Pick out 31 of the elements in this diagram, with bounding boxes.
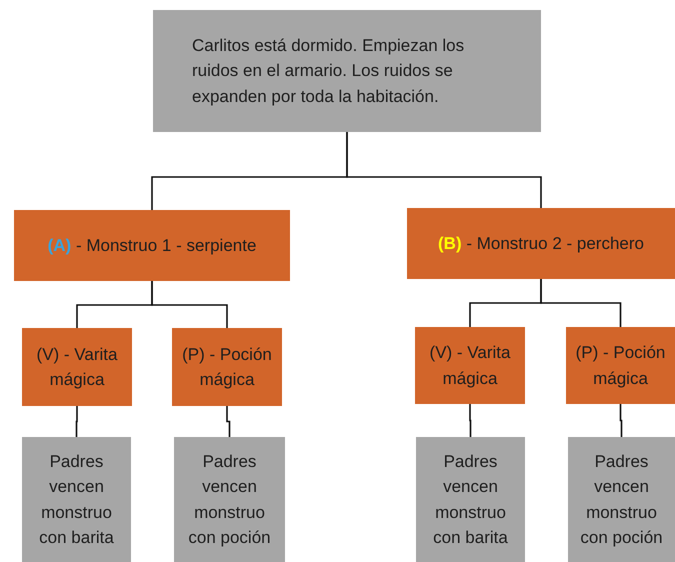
text-box: [14, 210, 290, 281]
letter-label: (B): [438, 234, 462, 253]
text-box: [174, 437, 285, 562]
box-text: Padres vencen monstruo con poción: [580, 452, 663, 547]
connector-line: [226, 406, 230, 437]
box-text: (P) - Poción mágica: [182, 344, 272, 389]
connector-line: [151, 281, 228, 328]
box-text: (V) - Varita mágica: [430, 343, 510, 388]
connector-line: [76, 406, 78, 437]
connector-line: [346, 132, 542, 208]
box-text: - Monstruo 2 - perchero: [466, 234, 644, 253]
text-box: [416, 437, 525, 562]
connector-line: [620, 404, 622, 437]
letter-label: (A): [48, 236, 72, 255]
box-text: Padres vencen monstruo con barita: [433, 452, 508, 547]
box-text: (P) - Poción mágica: [576, 343, 666, 388]
text-box: [407, 208, 675, 279]
text-box: [22, 328, 132, 406]
text-box: [568, 437, 675, 562]
connector-line: [540, 279, 622, 327]
box-text: Padres vencen monstruo con poción: [188, 452, 271, 547]
box-text: Padres vencen monstruo con barita: [39, 452, 114, 547]
box-text: (V) - Varita mágica: [36, 344, 118, 389]
text-box: [153, 10, 541, 132]
box-text: Carlitos está dormido. Empiezan los ruidos en el armario. Los ruidos se expanden por toda la habitación.: [192, 36, 464, 106]
text-box: [172, 328, 282, 406]
text-box: [566, 327, 675, 404]
text-box: [22, 437, 131, 562]
text-box: [415, 327, 525, 404]
connector-line: [469, 404, 472, 437]
box-text: - Monstruo 1 - serpiente: [76, 236, 256, 255]
